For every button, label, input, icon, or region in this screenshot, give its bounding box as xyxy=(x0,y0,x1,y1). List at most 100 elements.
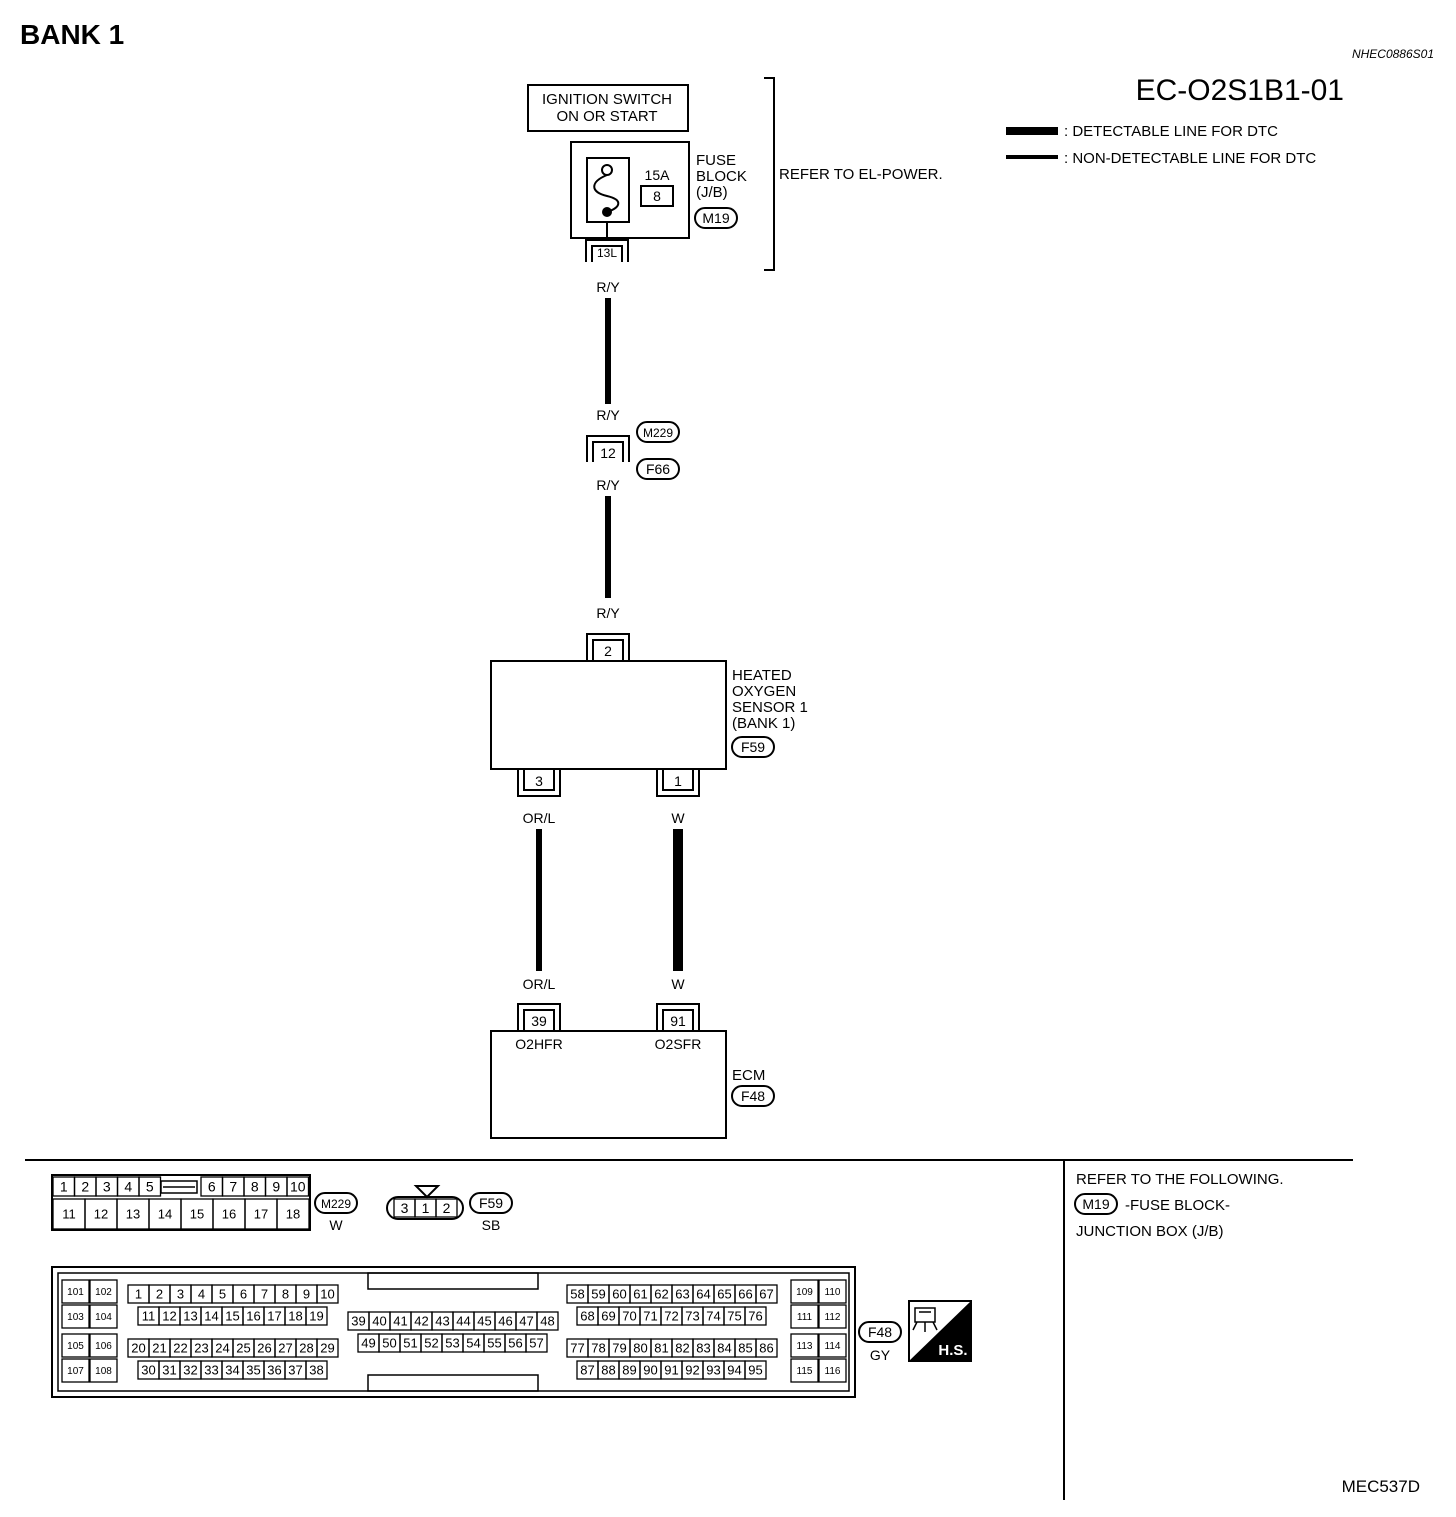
f48-pin: 27 xyxy=(278,1341,292,1356)
f48-pin-cell xyxy=(305,1306,328,1326)
f48-pin: 114 xyxy=(825,1341,841,1352)
fuse-symbol xyxy=(593,174,620,213)
ecm-signal-name: O2HFR xyxy=(515,1036,562,1052)
f48-pin: 44 xyxy=(456,1314,470,1329)
f48-pin: 65 xyxy=(717,1287,731,1302)
joint-connector-badge xyxy=(636,421,680,443)
m229-connector-color: W xyxy=(329,1217,343,1233)
f48-pin: 18 xyxy=(288,1309,302,1324)
heated-oxygen-sensor: 2 HEATED OXYGEN SENSOR 1 (BANK 1) F59 3 … xyxy=(490,633,808,797)
f48-bottom-key xyxy=(367,1374,539,1392)
f48-pin: 77 xyxy=(570,1341,584,1356)
fuse-number: 8 xyxy=(653,188,661,204)
legend: : DETECTABLE LINE FOR DTC : NON-DETECTAB… xyxy=(1006,123,1316,167)
f48-pin-cell xyxy=(316,1284,339,1304)
f48-pin-cell xyxy=(89,1304,118,1329)
ry-wire-upper xyxy=(605,298,611,404)
f48-pin: 63 xyxy=(675,1287,689,1302)
f48-pin: 104 xyxy=(95,1312,112,1323)
f48-pin-cell xyxy=(818,1358,847,1383)
f48-pin: 101 xyxy=(67,1287,84,1298)
m229-pin: 13 xyxy=(126,1207,140,1222)
f48-pin-cell xyxy=(536,1311,559,1331)
ecm-signal-name: O2SFR xyxy=(655,1036,702,1052)
m229-pin: 18 xyxy=(286,1207,300,1222)
fuse-block: 15A 8 FUSE BLOCK (J/B) M19 xyxy=(570,141,747,240)
ignition-switch-label-2: ON OR START xyxy=(556,108,657,125)
sensor-connector-id: F59 xyxy=(741,739,765,755)
f48-pin: 32 xyxy=(183,1363,197,1378)
f48-pin: 106 xyxy=(95,1341,112,1352)
f48-pin: 2 xyxy=(156,1287,163,1302)
f48-pin: 78 xyxy=(591,1341,605,1356)
f48-pin: 115 xyxy=(797,1366,813,1377)
sensor-body xyxy=(490,660,727,770)
fuse-bottom-terminal xyxy=(602,207,612,217)
f48-pin: 76 xyxy=(748,1309,762,1324)
ecm-connector-badge xyxy=(731,1085,775,1107)
f48-pin: 52 xyxy=(424,1336,438,1351)
fuse-block-label-2: BLOCK xyxy=(696,168,747,185)
f48-pin: 30 xyxy=(141,1363,155,1378)
f48-pin: 38 xyxy=(309,1363,323,1378)
ignition-switch: IGNITION SWITCH ON OR START xyxy=(527,84,689,132)
f48-pin-cell xyxy=(790,1358,819,1383)
f48-pin: 35 xyxy=(246,1363,260,1378)
f48-pin: 21 xyxy=(152,1341,166,1356)
ecm-body xyxy=(490,1030,727,1139)
f48-pin: 39 xyxy=(351,1314,365,1329)
f48-connector-id: F48 xyxy=(868,1324,892,1340)
f48-pin: 41 xyxy=(393,1314,407,1329)
sensor-label-4: (BANK 1) xyxy=(732,715,795,732)
f48-pin: 61 xyxy=(633,1287,647,1302)
sensor-connector-badge xyxy=(731,736,775,758)
f59-key xyxy=(413,1185,441,1199)
f48-pin: 71 xyxy=(643,1309,657,1324)
f48-pin: 59 xyxy=(591,1287,605,1302)
f48-pin: 51 xyxy=(403,1336,417,1351)
wire-color-label: R/Y xyxy=(596,407,620,423)
f48-pin-cell xyxy=(744,1360,767,1380)
f48-pin: 89 xyxy=(622,1363,636,1378)
f48-pin: 13 xyxy=(183,1309,197,1324)
sensor-terminal-bracket xyxy=(517,769,561,797)
joint-connector-badge xyxy=(636,458,680,480)
f48-pin-cell xyxy=(61,1333,90,1358)
wire-color-label: R/Y xyxy=(596,605,620,621)
f48-pin: 108 xyxy=(95,1366,112,1377)
ecm: 39 91 O2HFR O2SFR ECM F48 xyxy=(490,1003,775,1139)
f48-pin: 91 xyxy=(664,1363,678,1378)
joint-connector-id: M229 xyxy=(643,426,673,440)
f48-pin-cell xyxy=(89,1358,118,1383)
f59-connector-color: SB xyxy=(482,1217,501,1233)
f59-outline xyxy=(386,1196,464,1220)
f48-pin: 37 xyxy=(288,1363,302,1378)
f48-pin: 56 xyxy=(508,1336,522,1351)
f48-pin-cell xyxy=(818,1279,847,1304)
f59-pin: 2 xyxy=(443,1200,451,1216)
refer-following-line-2: JUNCTION BOX (J/B) xyxy=(1076,1223,1224,1240)
f48-pin: 15 xyxy=(225,1309,239,1324)
f48-pin: 80 xyxy=(633,1341,647,1356)
ecm-terminal-bracket xyxy=(517,1003,561,1031)
f48-pin: 3 xyxy=(177,1287,184,1302)
fuse-rating: 15A xyxy=(645,167,671,183)
f48-pin-cell xyxy=(525,1333,548,1353)
orl-wire xyxy=(536,829,542,971)
f48-pin: 1 xyxy=(135,1287,142,1302)
f48-pin: 72 xyxy=(664,1309,678,1324)
f48-pin: 94 xyxy=(727,1363,741,1378)
m229-connector-badge xyxy=(314,1192,358,1214)
f48-pin: 53 xyxy=(445,1336,459,1351)
f48-pin: 62 xyxy=(654,1287,668,1302)
f48-pin: 82 xyxy=(675,1341,689,1356)
f48-pin: 12 xyxy=(162,1309,176,1324)
f48-pin: 9 xyxy=(303,1287,310,1302)
legend-detectable: : DETECTABLE LINE FOR DTC xyxy=(1064,123,1278,140)
diagram-code: EC-O2S1B1-01 xyxy=(1136,74,1344,107)
